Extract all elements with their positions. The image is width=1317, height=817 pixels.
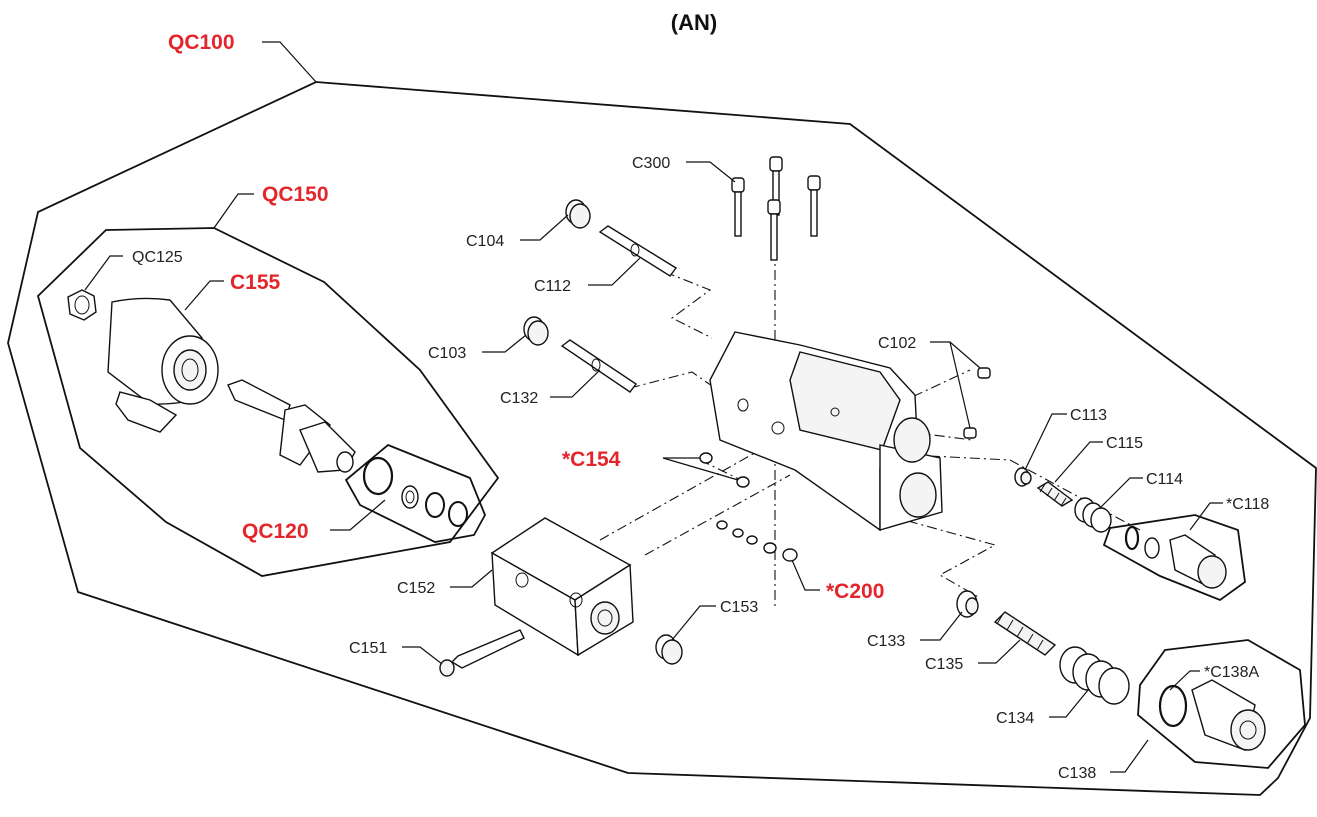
label-c103: C103 [428, 345, 466, 362]
label-c112: C112 [534, 278, 571, 295]
label-c114: C114 [1146, 471, 1183, 488]
c138-kit [1158, 679, 1266, 751]
diagram-title: (AN) [671, 10, 717, 35]
c114-spring [1074, 497, 1112, 533]
label-c138: C138 [1058, 765, 1096, 782]
c200-seals [716, 520, 798, 562]
c104-plug [565, 199, 591, 229]
cartridge-valve [227, 379, 356, 473]
qc120-outline [344, 443, 486, 543]
c118-outline [1102, 514, 1246, 602]
c133-poppet [956, 590, 979, 618]
c135-spring [993, 611, 1057, 656]
c154-orings [699, 452, 750, 488]
label-c118: *C118 [1226, 496, 1269, 513]
c300-screws [731, 156, 821, 261]
label-c133: C133 [867, 633, 905, 650]
label-c134: C134 [996, 710, 1034, 727]
label-c138a: *C138A [1204, 664, 1259, 681]
c134-spring [1059, 646, 1130, 705]
c112-spool [598, 225, 678, 277]
qc125-nut [67, 289, 97, 321]
label-qc120: QC120 [242, 520, 309, 543]
label-c113: C113 [1070, 407, 1107, 424]
label-c102: C102 [878, 335, 916, 352]
label-c135: C135 [925, 656, 963, 673]
c115-spring [1036, 481, 1074, 507]
c151-bolt [439, 629, 525, 677]
qc100-outline [7, 81, 1317, 796]
label-c152: C152 [397, 580, 435, 597]
label-qc100: QC100 [168, 31, 235, 54]
label-c104: C104 [466, 233, 504, 250]
label-qc125: QC125 [132, 249, 183, 266]
label-c115: C115 [1106, 435, 1143, 452]
label-c200: *C200 [826, 580, 884, 603]
label-c300: C300 [632, 155, 670, 172]
c153-plug [655, 634, 683, 665]
label-c151: C151 [349, 640, 387, 657]
qc120-seals [362, 456, 468, 527]
c152-block [490, 517, 634, 657]
labels: QC100 QC150 C155 QC120 *C154 *C200 QC125… [132, 31, 1269, 782]
qc150-outline [36, 227, 500, 577]
c138-outline [1137, 639, 1306, 769]
label-qc150: QC150 [262, 183, 329, 206]
c132-spool [560, 339, 638, 393]
c113-poppet [1014, 467, 1032, 487]
leader-lines [84, 41, 1223, 773]
c102-plugs [963, 367, 991, 439]
label-c154: *C154 [562, 448, 621, 471]
label-c132: C132 [500, 390, 538, 407]
c155-coil [107, 297, 219, 433]
valve-body [709, 331, 943, 532]
label-c153: C153 [720, 599, 758, 616]
c118-kit [1124, 525, 1227, 589]
label-c155: C155 [230, 271, 281, 294]
c103-plug [523, 316, 549, 346]
